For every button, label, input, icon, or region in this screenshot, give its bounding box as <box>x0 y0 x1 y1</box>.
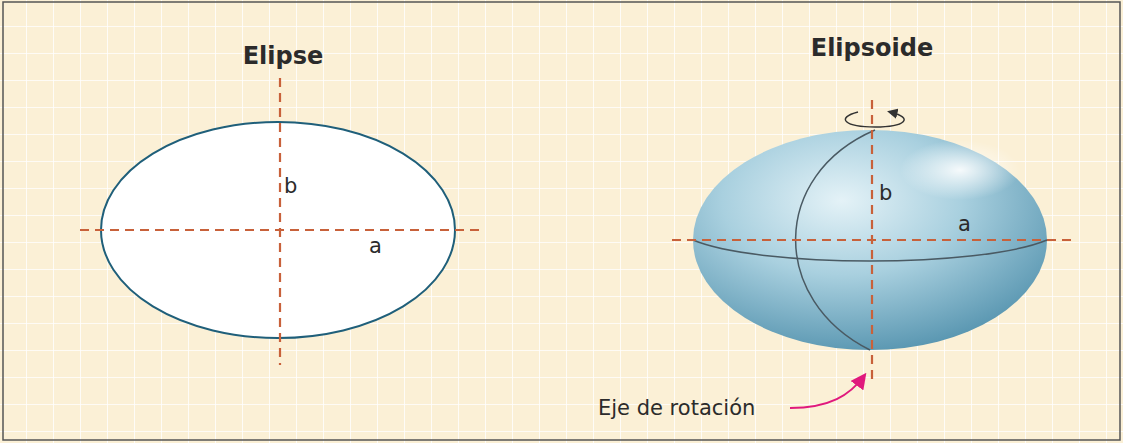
rotation-axis <box>871 100 873 385</box>
callout-label: Eje de rotación <box>598 398 755 419</box>
figure-title: Elipsoide <box>811 36 933 60</box>
rotation-arrow <box>845 112 904 127</box>
frame <box>3 2 1120 440</box>
axis-label: a <box>958 214 971 235</box>
axis-label: a <box>369 236 382 257</box>
leader-line <box>790 376 864 408</box>
axis-label: b <box>879 183 892 204</box>
minor-axis <box>279 78 281 365</box>
major-axis <box>80 229 485 231</box>
axis-label: b <box>284 176 297 197</box>
major-axis <box>672 239 1075 241</box>
equator <box>693 240 1047 261</box>
figure-title: Elipse <box>243 44 324 68</box>
highlight <box>900 140 1020 200</box>
